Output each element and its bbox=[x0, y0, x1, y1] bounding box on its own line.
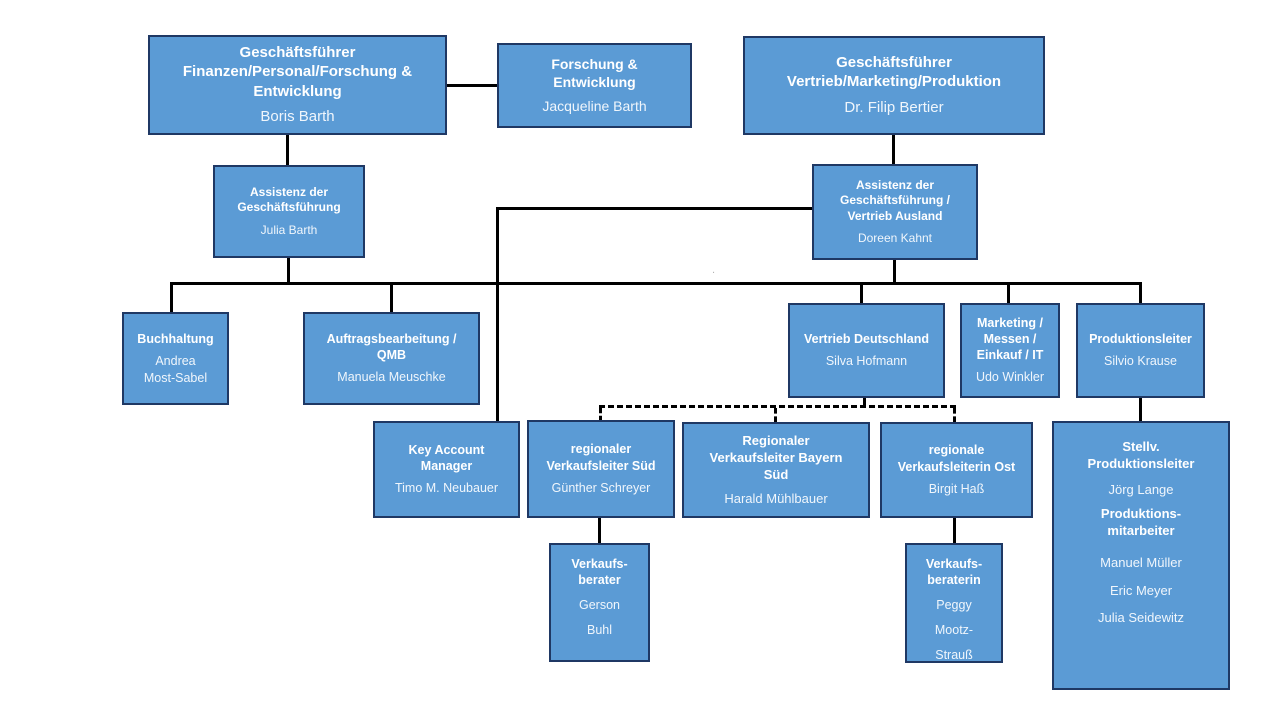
node-title: Geschäftsführer Finanzen/Personal/Forsch… bbox=[182, 43, 413, 100]
node-title: Verkaufs- beraterin bbox=[925, 557, 983, 588]
connector-assistenz2-kam bbox=[496, 207, 499, 421]
org-node-regionale-verkaufsleiterin-ost[interactable]: regionale Verkaufsleiterin Ost Birgit Ha… bbox=[880, 422, 1033, 518]
connector-rail-produktionsleiter bbox=[1139, 282, 1142, 304]
node-title: Stellv. Produktionsleiter bbox=[1087, 439, 1195, 471]
connector-pl-stellv bbox=[1139, 398, 1142, 421]
org-node-stellv-produktionsleiter[interactable]: Stellv. Produktionsleiter Jörg Lange Pro… bbox=[1052, 421, 1230, 690]
node-member: Manuel Müller bbox=[1100, 555, 1182, 571]
node-title: Assistenz der Geschäftsführung / Vertrie… bbox=[839, 177, 950, 223]
org-node-verkaufsberater[interactable]: Verkaufs- berater Gerson Buhl bbox=[549, 543, 650, 662]
org-node-regionaler-verkaufsleiter-bayern-sued[interactable]: Regionaler Verkaufsleiter Bayern Süd Har… bbox=[682, 422, 870, 518]
connector-assistenz2-left-rail bbox=[497, 207, 814, 210]
node-title: Vertrieb Deutschland bbox=[803, 331, 930, 346]
connector-rvs-vberater bbox=[598, 518, 601, 543]
org-node-produktionsleiter[interactable]: Produktionsleiter Silvio Krause bbox=[1076, 303, 1205, 398]
node-person: Udo Winkler bbox=[975, 370, 1045, 385]
node-title: Geschäftsführer Vertrieb/Marketing/Produ… bbox=[786, 53, 1002, 91]
node-person: Silvio Krause bbox=[1104, 354, 1177, 369]
connector-rail-auftrag bbox=[390, 282, 393, 313]
connector-gf2-assistenz2 bbox=[892, 135, 895, 165]
connector-assistenz2-rail bbox=[893, 260, 896, 285]
node-person: Boris Barth bbox=[260, 108, 335, 126]
org-node-geschaeftsfuehrer-finanzen[interactable]: Geschäftsführer Finanzen/Personal/Forsch… bbox=[148, 35, 447, 135]
org-node-marketing-messen-einkauf-it[interactable]: Marketing / Messen / Einkauf / IT Udo Wi… bbox=[960, 303, 1060, 398]
node-title: regionaler Verkaufsleiter Süd bbox=[546, 442, 656, 473]
node-person: Birgit Haß bbox=[928, 481, 985, 496]
node-title: Buchhaltung bbox=[137, 331, 214, 346]
node-title: Verkaufs- berater bbox=[571, 557, 628, 588]
org-node-key-account-manager[interactable]: Key Account Manager Timo M. Neubauer bbox=[373, 421, 520, 518]
node-person: Dr. Filip Bertier bbox=[844, 98, 944, 116]
org-node-vertrieb-deutschland[interactable]: Vertrieb Deutschland Silva Hofmann bbox=[788, 303, 945, 398]
node-title: Auftragsbearbeitung / QMB bbox=[326, 331, 457, 363]
node-person: Julia Barth bbox=[260, 223, 318, 237]
node-title: Forschung & Entwicklung bbox=[551, 55, 638, 91]
node-person: Harald Mühlbauer bbox=[724, 490, 828, 506]
connector-dashed-rv-sued bbox=[599, 408, 602, 421]
node-person: Timo M. Neubauer bbox=[394, 481, 499, 496]
node-title: Produktionsleiter bbox=[1089, 331, 1192, 346]
node-person: Manuela Meuschke bbox=[337, 370, 446, 385]
node-person: Silva Hofmann bbox=[825, 354, 908, 369]
stray-mark: . bbox=[712, 264, 716, 276]
connector-gf1-assistenz1 bbox=[286, 135, 289, 165]
org-node-forschung-entwicklung[interactable]: Forschung & Entwicklung Jacqueline Barth bbox=[497, 43, 692, 128]
node-title: regionale Verkaufsleiterin Ost bbox=[897, 443, 1016, 474]
org-node-assistenz-geschaeftsfuehrung[interactable]: Assistenz der Geschäftsführung Julia Bar… bbox=[213, 165, 365, 258]
node-member-list: Manuel Müller Eric Meyer Julia Seidewitz bbox=[1098, 544, 1184, 627]
node-member: Eric Meyer bbox=[1109, 582, 1173, 598]
connector-dashed-rv-bayern bbox=[774, 408, 777, 422]
org-node-verkaufsberaterin[interactable]: Verkaufs- beraterin Peggy Mootz- Strauß bbox=[905, 543, 1003, 663]
node-title: Regionaler Verkaufsleiter Bayern Süd bbox=[709, 432, 843, 482]
node-person: Gerson Buhl bbox=[579, 597, 620, 637]
connector-dashed-vde-drop bbox=[863, 398, 866, 406]
node-person: Peggy Mootz- Strauß bbox=[934, 597, 974, 662]
connector-gf1-forschung bbox=[447, 84, 497, 87]
node-person: Jacqueline Barth bbox=[542, 98, 647, 115]
node-title: Marketing / Messen / Einkauf / IT bbox=[976, 315, 1044, 363]
node-person: Doreen Kahnt bbox=[857, 231, 933, 246]
org-node-geschaeftsfuehrer-vertrieb[interactable]: Geschäftsführer Vertrieb/Marketing/Produ… bbox=[743, 36, 1045, 135]
connector-dashed-rv-ost bbox=[953, 408, 956, 422]
connector-rail-marketing bbox=[1007, 282, 1010, 304]
node-title: Key Account Manager bbox=[408, 442, 485, 474]
node-member: Julia Seidewitz bbox=[1098, 610, 1184, 626]
connector-rail-buchhaltung bbox=[170, 282, 173, 313]
node-person: Günther Schreyer bbox=[551, 480, 651, 495]
org-node-buchhaltung[interactable]: Buchhaltung Andrea Most-Sabel bbox=[122, 312, 229, 405]
connector-dashed-rail bbox=[599, 405, 956, 408]
node-subtitle: Produktions- mitarbeiter bbox=[1100, 506, 1182, 539]
org-node-auftragsbearbeitung-qmb[interactable]: Auftragsbearbeitung / QMB Manuela Meusch… bbox=[303, 312, 480, 405]
connector-main-rail bbox=[170, 282, 1142, 285]
org-node-assistenz-vertrieb-ausland[interactable]: Assistenz der Geschäftsführung / Vertrie… bbox=[812, 164, 978, 260]
connector-rail-vertrieb-de bbox=[860, 282, 863, 304]
node-person: Jörg Lange bbox=[1108, 481, 1174, 497]
connector-assistenz1-rail bbox=[287, 258, 290, 285]
node-person: Andrea Most-Sabel bbox=[143, 353, 208, 385]
node-title: Assistenz der Geschäftsführung bbox=[237, 184, 341, 215]
connector-rvo-vberaterin bbox=[953, 518, 956, 543]
org-node-regionaler-verkaufsleiter-sued[interactable]: regionaler Verkaufsleiter Süd Günther Sc… bbox=[527, 420, 675, 518]
